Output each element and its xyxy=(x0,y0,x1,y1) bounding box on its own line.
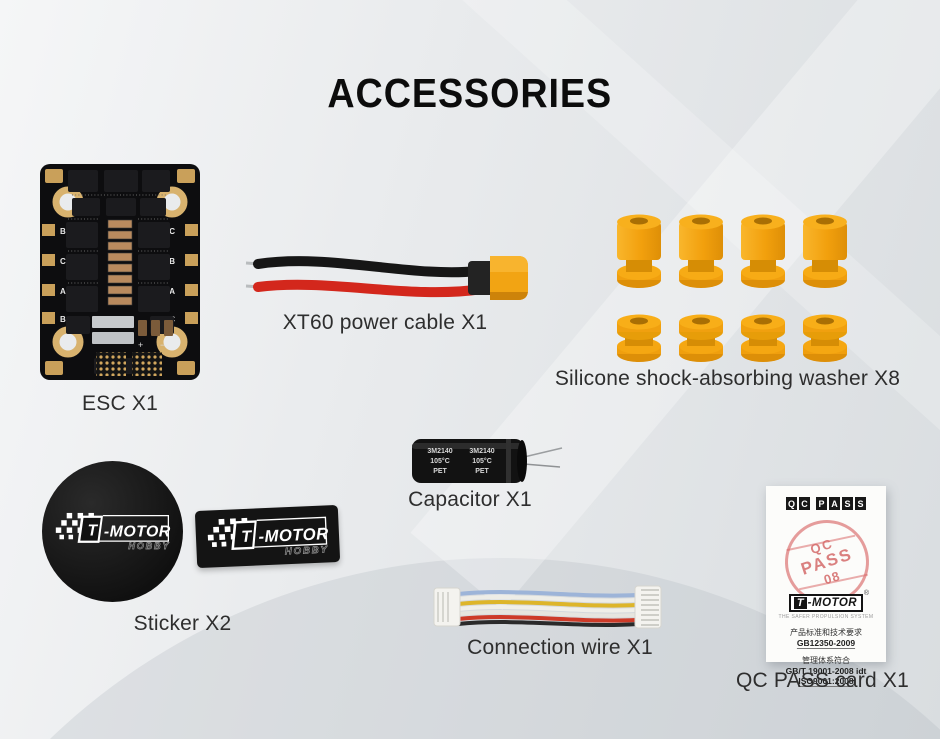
brand-tagline: THE SAFER PROPULSION SYSTEM xyxy=(778,614,874,620)
svg-text:A: A xyxy=(60,287,66,296)
xt60-cable-image xyxy=(245,256,528,300)
qc-letter: C xyxy=(799,497,810,510)
tmotor-logo xyxy=(54,511,171,552)
qc-letter: Q xyxy=(786,497,797,510)
esc-label: ESC X1 xyxy=(82,392,158,415)
page-title: ACCESSORIES xyxy=(327,70,613,116)
washer-set-image xyxy=(617,214,847,362)
svg-text:PET: PET xyxy=(475,468,489,475)
svg-text:105°C: 105°C xyxy=(430,457,450,465)
qc-letter: P xyxy=(816,497,827,510)
svg-text:3M2140: 3M2140 xyxy=(427,448,452,455)
svg-text:C: C xyxy=(60,257,66,266)
qc-standard-2: GB/T 19001-2008 idt xyxy=(785,666,867,676)
capacitor-label: Capacitor X1 xyxy=(408,488,532,511)
capacitor-image: 3M2140 105°C PET 3M2140 105°C PET xyxy=(412,439,563,483)
svg-text:B: B xyxy=(169,257,175,266)
qc-letter: S xyxy=(855,497,866,510)
round-sticker-image xyxy=(42,461,183,602)
qc-cn-line1: 产品标准和技术要求 xyxy=(790,628,862,637)
svg-text:105°C: 105°C xyxy=(472,457,492,465)
tmotor-logo xyxy=(205,513,330,561)
tmotor-brand-mark: T-MOTOR ® xyxy=(788,590,869,612)
svg-text:PET: PET xyxy=(433,468,447,475)
connection-wire-image xyxy=(433,585,662,629)
sticker-label: Sticker X2 xyxy=(133,612,232,635)
qc-standard-1: GB12350-2009 xyxy=(796,638,856,648)
qc-letter: S xyxy=(842,497,853,510)
qc-standard-3: ISO9001:2008 xyxy=(798,676,854,686)
qc-pass-card-label: QC PASS card X1 xyxy=(735,669,909,692)
washer-label: Silicone shock-absorbing washer X8 xyxy=(554,367,901,390)
svg-text:B: B xyxy=(60,227,66,236)
svg-text:3M2140: 3M2140 xyxy=(469,448,494,455)
esc-board-image: B C A B C B A C xyxy=(40,164,200,380)
qc-pass-card-image: Q C P A S S QC PASS 08 T-MOTOR ® THE SAF… xyxy=(766,486,886,686)
connection-wire-label: Connection wire X1 xyxy=(467,636,653,659)
qc-cn-line2: 管理体系符合 xyxy=(802,656,850,665)
svg-text:+: + xyxy=(138,340,143,350)
svg-text:A: A xyxy=(169,287,175,296)
qc-pass-letter-boxes: Q C P A S S xyxy=(786,497,866,510)
svg-text:−: − xyxy=(160,340,165,350)
rect-sticker-image xyxy=(194,504,341,569)
svg-text:B: B xyxy=(60,315,66,324)
xt60-cable-label: XT60 power cable X1 xyxy=(282,311,488,334)
svg-text:C: C xyxy=(169,227,175,236)
qc-letter: A xyxy=(829,497,840,510)
